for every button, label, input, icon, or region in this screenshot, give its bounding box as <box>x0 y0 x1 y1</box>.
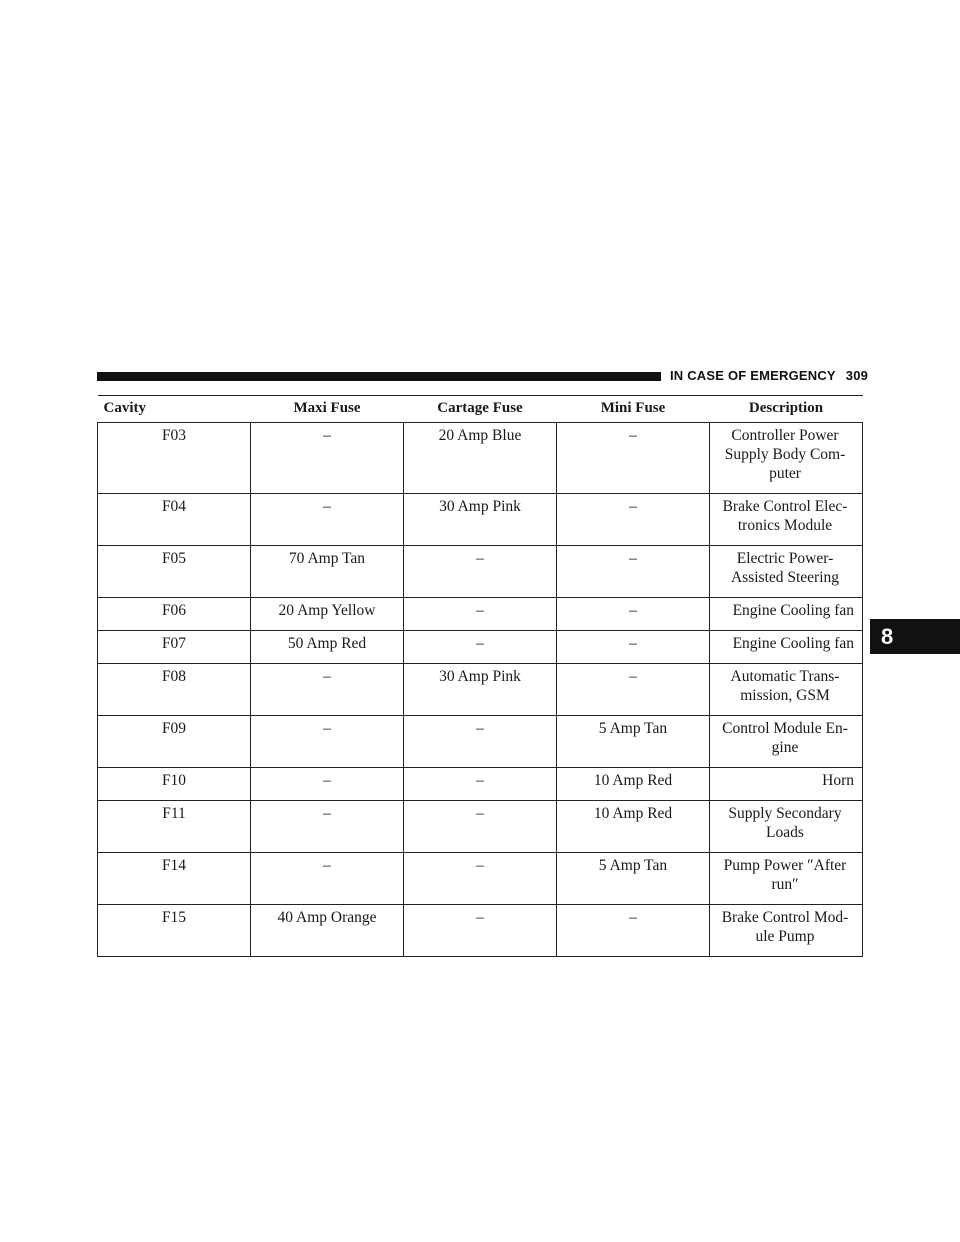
cell-cavity: F11 <box>97 800 251 853</box>
description-text: Control Module En- gine <box>722 720 848 756</box>
description-text: Engine Cooling fan <box>732 635 854 652</box>
description-text: Electric Power- Assisted Steering <box>730 550 840 586</box>
cell-cartage-fuse: – <box>403 597 557 631</box>
table-row: F03–20 Amp Blue–Controller Power Supply … <box>97 422 863 494</box>
description-text: Supply Secondary Loads <box>728 805 842 841</box>
cell-maxi-fuse: 40 Amp Orange <box>250 904 404 957</box>
cell-description: Engine Cooling fan <box>709 630 863 664</box>
cell-mini-fuse: – <box>556 663 710 716</box>
section-title: IN CASE OF EMERGENCY <box>670 368 836 383</box>
description-text: Pump Power ″After run″ <box>723 857 847 893</box>
table-row: F04–30 Amp Pink–Brake Control Elec- tron… <box>97 493 863 546</box>
cell-maxi-fuse: – <box>250 852 404 905</box>
description-text: Engine Cooling fan <box>732 602 854 619</box>
fuse-table: Cavity Maxi Fuse Cartage Fuse Mini Fuse … <box>97 395 863 957</box>
cell-maxi-fuse: 20 Amp Yellow <box>250 597 404 631</box>
cell-cavity: F05 <box>97 545 251 598</box>
cell-cavity: F04 <box>97 493 251 546</box>
cell-maxi-fuse: – <box>250 493 404 546</box>
cell-description: Controller Power Supply Body Com- puter <box>709 422 863 494</box>
column-header-mini-fuse: Mini Fuse <box>556 395 710 423</box>
table-row: F08–30 Amp Pink–Automatic Trans- mission… <box>97 663 863 716</box>
cell-cavity: F10 <box>97 767 251 801</box>
cell-mini-fuse: 5 Amp Tan <box>556 715 710 768</box>
cell-mini-fuse: – <box>556 904 710 957</box>
cell-description: Electric Power- Assisted Steering <box>709 545 863 598</box>
cell-cartage-fuse: – <box>403 545 557 598</box>
cell-cavity: F14 <box>97 852 251 905</box>
cell-cavity: F06 <box>97 597 251 631</box>
cell-cartage-fuse: – <box>403 715 557 768</box>
cell-maxi-fuse: – <box>250 800 404 853</box>
cell-maxi-fuse: – <box>250 422 404 494</box>
cell-cartage-fuse: 30 Amp Pink <box>403 663 557 716</box>
cell-description: Brake Control Mod- ule Pump <box>709 904 863 957</box>
column-header-maxi-fuse: Maxi Fuse <box>250 395 404 423</box>
page-number: 309 <box>845 368 869 383</box>
cell-description: Supply Secondary Loads <box>709 800 863 853</box>
cell-description: Engine Cooling fan <box>709 597 863 631</box>
cell-maxi-fuse: – <box>250 767 404 801</box>
cell-mini-fuse: 10 Amp Red <box>556 800 710 853</box>
running-header: IN CASE OF EMERGENCY 309 <box>670 368 868 383</box>
cell-maxi-fuse: – <box>250 663 404 716</box>
column-header-cavity: Cavity <box>97 395 251 423</box>
cell-cartage-fuse: 20 Amp Blue <box>403 422 557 494</box>
description-text: Brake Control Elec- tronics Module <box>722 498 848 534</box>
cell-cartage-fuse: – <box>403 767 557 801</box>
cell-cartage-fuse: 30 Amp Pink <box>403 493 557 546</box>
description-text: Brake Control Mod- ule Pump <box>721 909 849 945</box>
description-text: Horn <box>822 772 854 789</box>
cell-cavity: F08 <box>97 663 251 716</box>
cell-description: Control Module En- gine <box>709 715 863 768</box>
cell-cartage-fuse: – <box>403 630 557 664</box>
cell-mini-fuse: – <box>556 545 710 598</box>
description-text: Automatic Trans- mission, GSM <box>730 668 840 704</box>
description-text: Controller Power Supply Body Com- puter <box>724 427 846 482</box>
chapter-tab: 8 <box>870 619 960 654</box>
cell-description: Pump Power ″After run″ <box>709 852 863 905</box>
cell-mini-fuse: 5 Amp Tan <box>556 852 710 905</box>
cell-mini-fuse: – <box>556 493 710 546</box>
header-rule <box>97 372 661 381</box>
cell-maxi-fuse: 50 Amp Red <box>250 630 404 664</box>
cell-cartage-fuse: – <box>403 800 557 853</box>
table-header-row: Cavity Maxi Fuse Cartage Fuse Mini Fuse … <box>97 395 863 423</box>
cell-cartage-fuse: – <box>403 852 557 905</box>
cell-mini-fuse: – <box>556 630 710 664</box>
cell-cavity: F03 <box>97 422 251 494</box>
cell-description: Brake Control Elec- tronics Module <box>709 493 863 546</box>
cell-cartage-fuse: – <box>403 904 557 957</box>
cell-mini-fuse: – <box>556 597 710 631</box>
cell-maxi-fuse: 70 Amp Tan <box>250 545 404 598</box>
cell-cavity: F09 <box>97 715 251 768</box>
cell-mini-fuse: 10 Amp Red <box>556 767 710 801</box>
column-header-description: Description <box>709 395 863 423</box>
cell-description: Automatic Trans- mission, GSM <box>709 663 863 716</box>
cell-cavity: F15 <box>97 904 251 957</box>
cell-maxi-fuse: – <box>250 715 404 768</box>
cell-mini-fuse: – <box>556 422 710 494</box>
cell-description: Horn <box>709 767 863 801</box>
cell-cavity: F07 <box>97 630 251 664</box>
column-header-cartage-fuse: Cartage Fuse <box>403 395 557 423</box>
